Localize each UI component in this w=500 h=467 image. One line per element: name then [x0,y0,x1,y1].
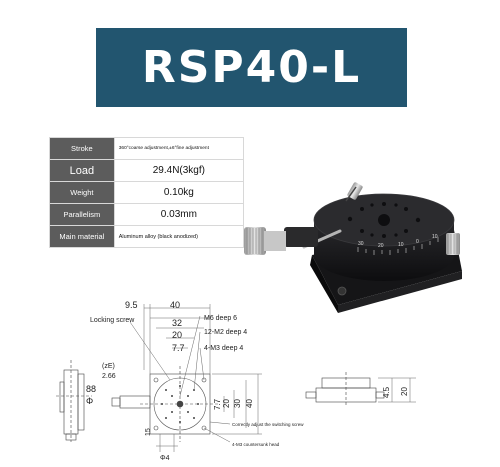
product-photo: 30 20 10 0 10 [244,182,462,313]
spec-table: Stroke 360°coarse adjustment,±6°fine adj… [49,137,245,248]
dial-number: 10 [398,242,404,248]
callout-m3: 4-M3 deep 4 [204,345,243,352]
top-dimension-texts: 9.5 40 32 20 7.7 [125,300,185,353]
dim-text: Φ [86,396,93,406]
spec-value: Aluminum alloy (black anodized) [113,225,245,248]
rotary-table: 30 20 10 0 10 [313,193,455,281]
callout-m2: 12-M2 deep 4 [204,329,247,336]
bottom-dimension-texts: 15 Φ4 [145,428,170,462]
dial-scale [357,237,439,255]
dim-text: 7.7 [213,398,222,410]
dial-number: 20 [378,243,384,249]
side-dimension-lines [212,373,262,435]
dim-text: 40 [170,300,180,310]
dim-text: 32 [172,318,182,328]
micrometer-knob [244,227,318,255]
side-knob-right [446,233,460,255]
dim-text: 4.5 [382,386,391,398]
spec-label: Parallelism [49,203,115,226]
front-view [305,372,385,406]
dim-text: 9.5 [125,300,138,310]
callout-leaders [129,315,231,443]
spec-row-parallelism: Parallelism 0.03mm [49,203,245,226]
title-banner: RSP40-L [96,28,407,107]
spec-label: Stroke [49,137,115,160]
dim-text: 7.7 [172,343,185,353]
dim-text: 20 [222,399,231,408]
dial-number: 10 [432,234,438,240]
callout-locking-screw: Locking screw [90,317,135,324]
callout-switch: Correctly adjust the switching screw [232,422,304,427]
callout-texts: Locking screw M6 deep 6 12-M2 deep 4 4-M… [90,315,247,352]
spec-value: 360°coarse adjustment,±6°fine adjustment [113,137,245,160]
front-dimension-lines [378,377,416,403]
top-view [111,366,220,442]
dim-text: 30 [233,399,242,408]
callout-m6: M6 deep 6 [204,315,237,322]
technical-drawing: 9.5 40 32 20 7.7 Locking screw M6 deep 6… [56,300,416,462]
spec-row-load: Load 29.4N(3kgf) [49,159,245,182]
spec-value: 0.10kg [113,181,245,204]
spec-label: Main material [49,225,115,248]
mounting-holes [347,202,421,238]
dim-text: Φ4 [160,455,170,462]
left-dimension-texts: (zE) 2.66 88 Φ [86,363,116,406]
product-title: RSP40-L [141,42,362,93]
dim-text: (zE) [102,363,115,370]
dim-text: 15 [145,428,152,436]
callout-countersunk: 4-M3 countersunk head [232,442,280,447]
front-dimension-texts: 4.5 20 [382,386,409,398]
dim-text: 20 [172,330,182,340]
dim-text: 40 [245,399,254,408]
spec-value: 0.03mm [113,203,245,226]
spec-row-stroke: Stroke 360°coarse adjustment,±6°fine adj… [49,137,245,160]
dim-text: 88 [86,384,96,394]
spec-label: Load [49,159,115,182]
dial-numbers: 30 20 10 0 10 [358,234,438,249]
side-dimension-texts: 40 30 20 7.7 [213,398,254,410]
dial-number: 0 [416,239,419,245]
dim-text: 20 [400,387,409,396]
spec-row-weight: Weight 0.10kg [49,181,245,204]
spec-value: 29.4N(3kgf) [113,159,245,182]
dim-text: 2.66 [102,373,116,380]
dial-number: 30 [358,241,364,247]
top-dimension-lines [143,304,211,374]
bottom-dimension-lines [156,434,178,452]
base-screw-hole [337,286,347,296]
left-side-view [56,360,92,442]
spec-row-material: Main material Aluminum alloy (black anod… [49,225,245,248]
spec-label: Weight [49,181,115,204]
locking-screw-knob [345,182,363,202]
callout-small-texts: Correctly adjust the switching screw 4-M… [232,422,304,447]
